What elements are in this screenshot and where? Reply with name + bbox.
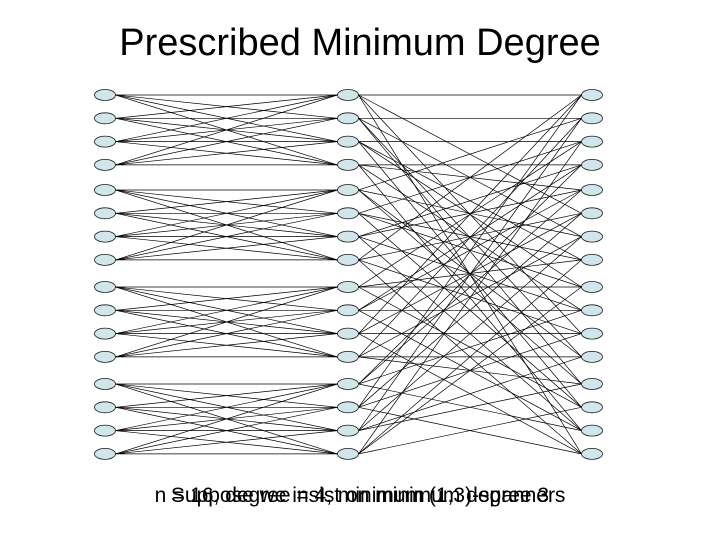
graph-node-left (94, 281, 116, 293)
graph-node-middle (337, 89, 359, 101)
graph-node-right (581, 378, 603, 390)
edge-left-mid (115, 189, 338, 214)
graph-node-right (581, 89, 603, 101)
graph-node-middle (337, 230, 359, 243)
graph-node-right (581, 230, 603, 243)
edges-layer (115, 94, 582, 455)
edge-left-mid (115, 383, 338, 408)
edge-mid-right (358, 259, 582, 455)
graph-node-middle (337, 207, 359, 220)
edge-mid-right (358, 118, 582, 431)
edge-mid-right (358, 189, 582, 311)
graph-node-right (581, 207, 603, 220)
edge-mid-right (358, 118, 582, 358)
edge-mid-right (358, 212, 582, 334)
edge-mid-right (358, 189, 582, 385)
graph-node-middle (337, 378, 359, 390)
graph-node-left (94, 304, 116, 317)
graph-node-left (94, 135, 116, 148)
graph-node-right (581, 327, 603, 340)
edge-left-mid (115, 383, 338, 455)
edge-mid-right (358, 383, 582, 431)
edge-mid-right (358, 117, 582, 191)
graph-node-left (94, 89, 116, 101)
graph-node-right (581, 304, 603, 317)
graph-node-middle (337, 184, 359, 196)
edge-left-mid (115, 286, 338, 358)
edge-mid-right (358, 309, 582, 385)
graph-node-middle (337, 112, 359, 125)
edge-left-mid (115, 189, 338, 237)
graph-node-left (94, 253, 116, 266)
graph-node-right (581, 253, 603, 266)
graph-node-middle (337, 447, 359, 460)
edge-mid-right (358, 189, 582, 237)
edge-mid-right (358, 406, 582, 455)
graph-node-left (94, 158, 116, 171)
graph-node-left (94, 112, 116, 125)
edge-left-mid (115, 94, 338, 142)
graph-node-middle (337, 304, 359, 317)
edge-left-mid (115, 286, 338, 311)
graph-node-middle (337, 158, 359, 171)
slide-title: Prescribed Minimum Degree (119, 22, 601, 64)
graph-node-middle (337, 281, 359, 293)
caption-line-2: Suppose we insist on minimum degree 3 (170, 484, 550, 507)
edge-left-mid (115, 333, 338, 358)
edge-left-mid (115, 94, 338, 119)
graph-node-left (94, 424, 116, 437)
graph-node-left (94, 230, 116, 243)
graph-node-middle (337, 253, 359, 266)
edge-mid-right (358, 213, 582, 408)
edge-left-mid (115, 189, 338, 261)
graph-node-left (94, 378, 116, 390)
edge-mid-right (358, 94, 582, 261)
edge-left-mid (115, 309, 338, 358)
nodes-layer (94, 89, 603, 460)
graph-node-right (581, 401, 603, 414)
edge-left-mid (115, 383, 338, 431)
graph-node-right (581, 424, 603, 437)
edge-left-mid (115, 286, 338, 334)
edge-mid-right (358, 94, 582, 334)
edge-mid-right (358, 141, 582, 455)
graph-node-right (581, 112, 603, 125)
graph-node-middle (337, 401, 359, 414)
graph-node-right (581, 447, 603, 460)
graph-node-middle (337, 135, 359, 148)
graph-node-middle (337, 350, 359, 363)
edge-mid-right (358, 236, 582, 358)
graph-node-left (94, 184, 116, 196)
edge-mid-right (358, 164, 582, 237)
graph-node-middle (337, 424, 359, 437)
edge-left-mid (115, 94, 338, 166)
graph-node-middle (337, 327, 359, 340)
edge-mid-right (358, 94, 582, 408)
graph-node-right (581, 184, 603, 196)
graph-node-right (581, 350, 603, 363)
edge-left-mid (115, 141, 338, 166)
edge-left-mid (115, 212, 338, 261)
graph-node-left (94, 327, 116, 340)
graph-node-left (94, 401, 116, 414)
graph-node-right (581, 135, 603, 148)
graph-node-left (94, 207, 116, 220)
edge-mid-right (358, 356, 582, 431)
graph-node-left (94, 447, 116, 460)
caption-line-1: n = 16, degree = 4, minimum (1,3)-spanne… (154, 484, 566, 507)
edge-left-mid (115, 236, 338, 261)
edge-mid-right (358, 286, 582, 455)
graph-node-right (581, 281, 603, 293)
edge-mid-right (358, 236, 582, 431)
edge-left-mid (115, 430, 338, 455)
edge-left-mid (115, 406, 338, 455)
edge-left-mid (115, 117, 338, 166)
edge-mid-right (358, 212, 582, 261)
graph-node-left (94, 350, 116, 363)
graph-node-right (581, 158, 603, 171)
